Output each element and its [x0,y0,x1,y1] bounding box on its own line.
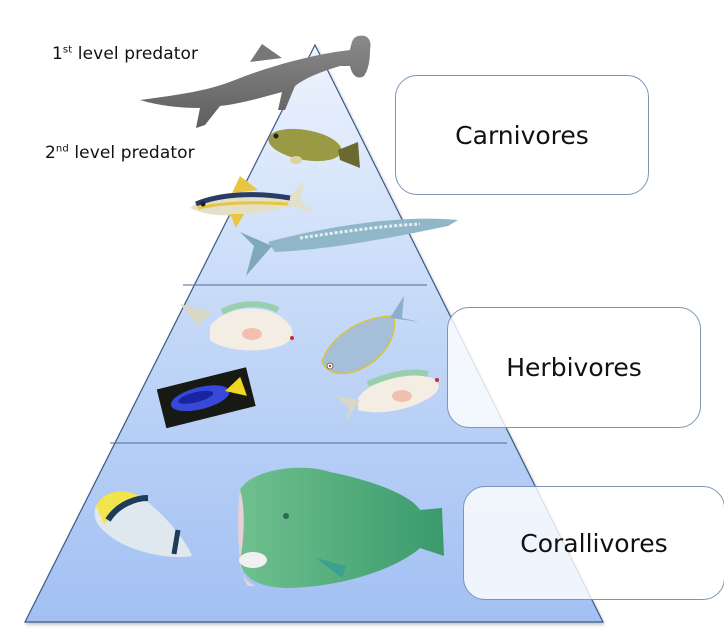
bumphead-parrotfish-icon [238,467,444,588]
parrotfish-icon [336,369,439,424]
ordinal-suffix: nd [55,143,69,155]
herbivores-label: Herbivores [506,353,642,382]
corallivores-label: Corallivores [520,528,668,558]
herbivores-box: Herbivores [447,307,701,428]
grouper-icon [268,128,360,168]
butterflyfish-icon [94,491,192,558]
barracuda-icon [240,218,458,276]
parrotfish-icon [180,301,294,351]
blue-tang-photo [156,367,256,429]
level-text: level predator [77,44,199,64]
yellowfin-tuna-icon [190,176,314,228]
first-level-predator-label: 1st level predator [52,44,198,64]
hammerhead-shark-icon [140,35,371,128]
corallivores-box: Corallivores [463,486,724,600]
level-text: level predator [74,143,195,163]
carnivores-label: Carnivores [455,120,589,150]
carnivores-box: Carnivores [395,75,649,195]
level-number: 2 [45,143,56,163]
ordinal-suffix: st [62,44,73,56]
surgeonfish-icon [321,296,420,375]
second-level-predator-label: 2nd level predator [45,143,195,163]
level-number: 1 [52,44,63,64]
